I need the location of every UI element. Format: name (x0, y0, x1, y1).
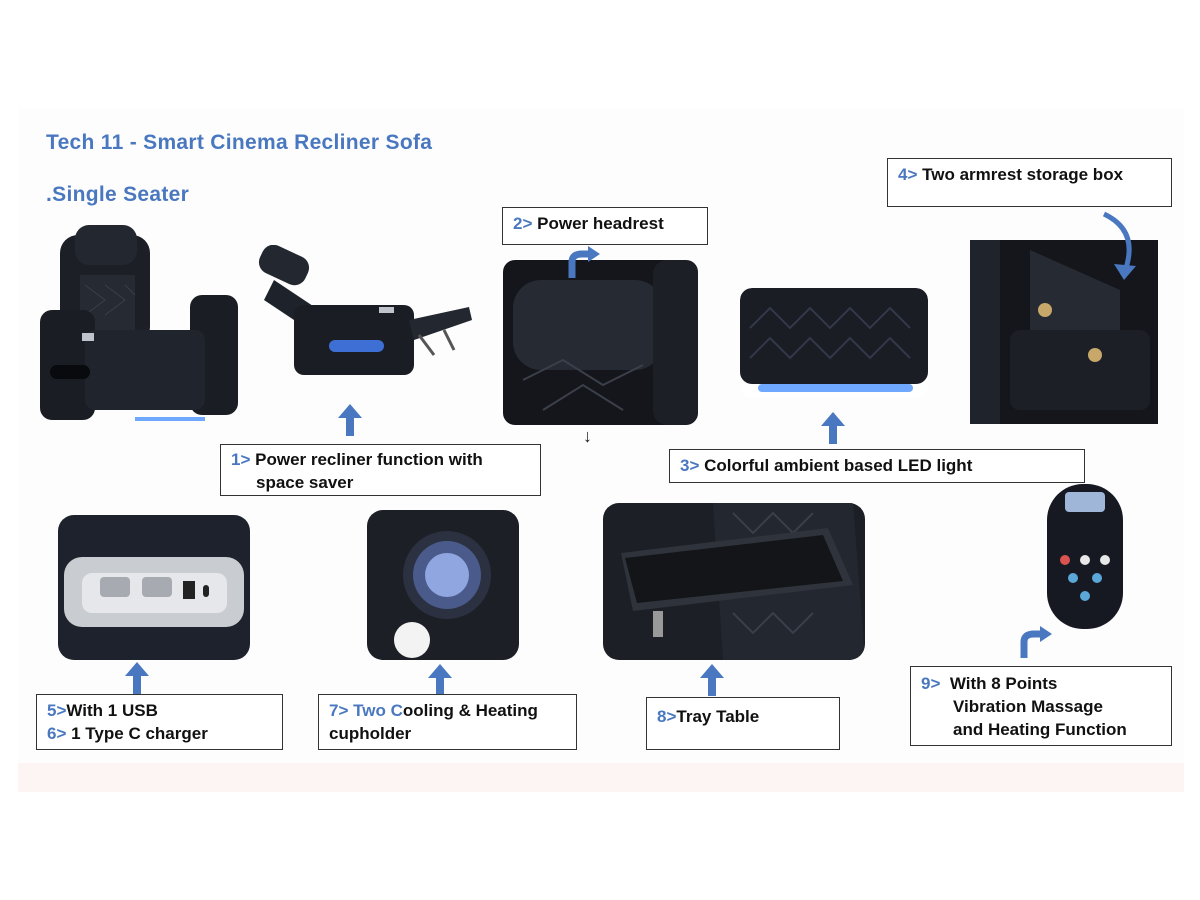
recliner-reclined-photo (254, 245, 474, 385)
feature-label-1: 1> Power recliner function with space sa… (220, 444, 541, 496)
feature-label-2: 2> Power headrest (502, 207, 708, 245)
usb-panel-photo (58, 515, 250, 660)
feature-label-9: 9> With 8 Points Vibration Massage and H… (910, 666, 1172, 746)
cupholder-photo (367, 510, 519, 660)
headrest-photo (503, 260, 698, 425)
storage-box-photo (970, 240, 1158, 424)
feature-label-7: 7> Two Cooling & Heating cupholder (318, 694, 577, 750)
bottom-strip (18, 763, 1184, 792)
curved-arrow-down-icon (1102, 211, 1136, 280)
page-title: Tech 11 - Smart Cinema Recliner Sofa (46, 131, 433, 154)
curved-arrow-icon (568, 246, 600, 278)
feature-label-3: 3> Colorful ambient based LED light (669, 449, 1085, 483)
remote-control-photo (1045, 480, 1125, 635)
page-subtitle: .Single Seater (46, 183, 190, 206)
small-arrow: ↓ (583, 426, 592, 446)
curved-arrow-remote-icon (1020, 626, 1052, 658)
feature-label-8: 8>Tray Table (646, 697, 840, 750)
feature-label-5-6: 5>With 1 USB 6> 1 Type C charger (36, 694, 283, 750)
arrow-up-icon (338, 404, 362, 436)
led-light-photo (740, 288, 928, 398)
arrow-up-icon (700, 664, 724, 696)
tray-table-photo (603, 503, 865, 660)
arrow-up-icon (428, 664, 452, 696)
feature-label-4: 4> Two armrest storage box (887, 158, 1172, 207)
arrow-up-icon (125, 662, 149, 694)
recliner-front-photo (40, 225, 240, 430)
arrow-up-icon (821, 412, 845, 444)
